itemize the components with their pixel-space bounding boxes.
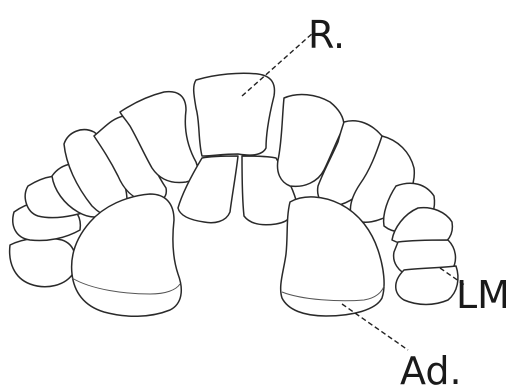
label-ad: Ad. xyxy=(400,349,462,390)
right-marginal-plate-1 xyxy=(396,266,458,305)
rostral-plate xyxy=(194,73,275,156)
label-lm: LM. xyxy=(456,273,506,317)
leader-line-ad xyxy=(342,304,408,350)
left-marginal-plate-1 xyxy=(10,238,76,287)
label-r: R. xyxy=(308,13,345,57)
